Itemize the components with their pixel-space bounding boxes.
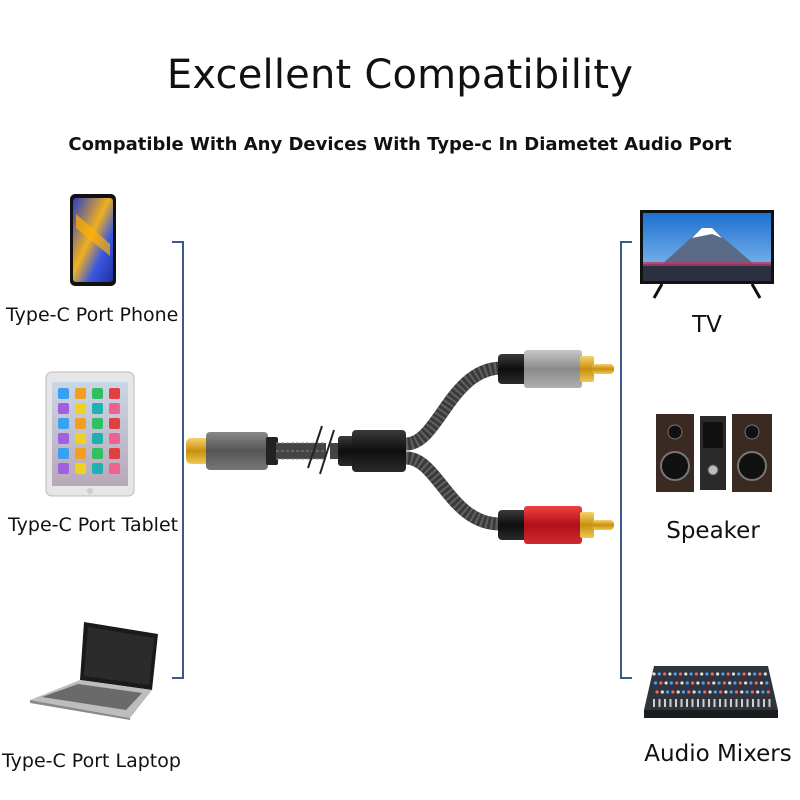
laptop-icon	[30, 622, 158, 720]
tablet-icon	[45, 371, 135, 497]
tv-icon	[640, 210, 774, 299]
page-title: Excellent Compatibility	[166, 52, 634, 98]
right-device-label: Speaker	[666, 518, 760, 544]
audio-mixer-icon	[644, 666, 778, 718]
speaker-icon	[656, 414, 772, 492]
left-device-label: Type-C Port Phone	[6, 304, 179, 326]
left-device-label: Type-C Port Laptop	[2, 750, 181, 772]
right-device-label: TV	[692, 312, 722, 338]
page-subtitle: Compatible With Any Devices With Type-c …	[68, 134, 732, 155]
right-device-label: Audio Mixers	[644, 741, 792, 767]
phone-icon	[70, 194, 116, 286]
rca-cable-icon	[186, 350, 614, 544]
left-device-label: Type-C Port Tablet	[8, 514, 179, 536]
